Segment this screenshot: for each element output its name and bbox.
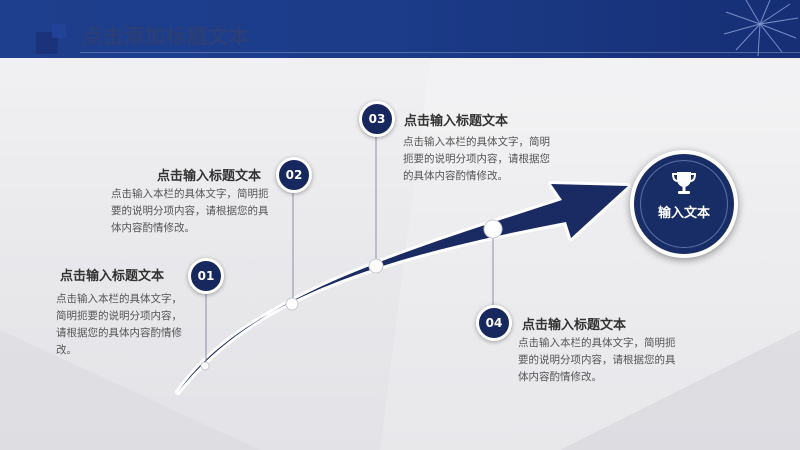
goal-label[interactable]: 输入文本	[657, 206, 710, 221]
step-body-04[interactable]: 点击输入本栏的具体文字，简明扼要的说明分项内容，请根据您的具体内容酌情修改。	[518, 337, 676, 383]
header-rule	[80, 52, 800, 53]
header-decor-square-small	[52, 24, 66, 38]
step-body-01[interactable]: 点击输入本栏的具体文字，简明扼要的说明分项内容，请根据您的具体内容酌情修改。	[56, 293, 182, 356]
step-badge-01[interactable]: 01	[188, 258, 224, 294]
arrow-point-01	[200, 361, 210, 371]
trophy-icon	[671, 172, 697, 194]
firework-decoration	[723, 0, 799, 57]
goal-circle-ring	[640, 160, 728, 248]
step-title-01[interactable]: 点击输入标题文本	[60, 269, 165, 284]
goal-circle[interactable]: 输入文本	[630, 150, 738, 258]
step-title-02[interactable]: 点击输入标题文本	[157, 169, 262, 184]
arrow-shape	[178, 184, 628, 392]
step-badge-04[interactable]: 04	[476, 305, 512, 341]
step-title-03[interactable]: 点击输入标题文本	[404, 114, 509, 129]
header-banner: 点击添加标题文本	[0, 0, 800, 58]
page-title[interactable]: 点击添加标题文本	[82, 24, 250, 48]
arrow-point-04	[483, 219, 503, 239]
step-body-03[interactable]: 点击输入本栏的具体文字，简明扼要的说明分项内容，请根据您的具体内容酌情修改。	[403, 136, 550, 182]
arrow-point-02	[285, 297, 299, 311]
arrow-point-03	[368, 258, 384, 274]
step-badge-02[interactable]: 02	[276, 157, 312, 193]
step-badge-03[interactable]: 03	[359, 101, 395, 137]
step-body-02[interactable]: 点击输入本栏的具体文字，简明扼要的说明分项内容，请根据您的具体内容酌情修改。	[111, 188, 269, 234]
step-title-04[interactable]: 点击输入标题文本	[522, 318, 627, 333]
